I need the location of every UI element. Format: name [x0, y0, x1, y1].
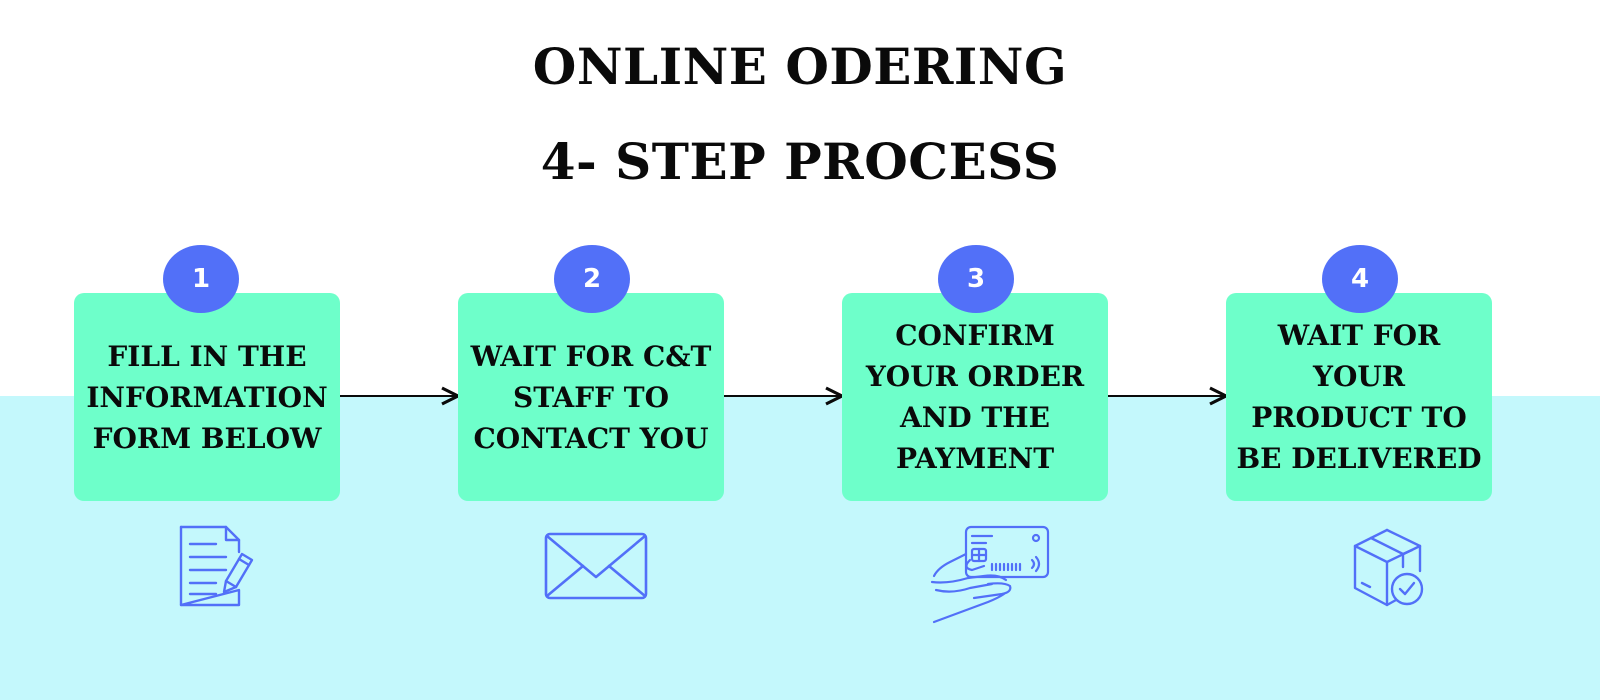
document-pen-icon [179, 525, 254, 607]
envelope-icon [544, 532, 648, 600]
page-title: ONLINE ODERING [532, 37, 1068, 96]
step-box-1: FILL IN THE INFORMATION FORM BELOW [74, 293, 340, 501]
step-number-badge-2: 2 [554, 245, 630, 313]
box-check-icon [1353, 528, 1424, 607]
page-subtitle: 4- STEP PROCESS [540, 132, 1060, 191]
step-box-3: CONFIRM YOUR ORDER AND THE PAYMENT [842, 293, 1108, 501]
step-text-2: WAIT FOR C&T STAFF TO CONTACT YOU [470, 339, 712, 455]
step-text-3: CONFIRM YOUR ORDER AND THE PAYMENT [865, 319, 1085, 475]
hand-credit-card-icon [930, 525, 1050, 624]
step-text-1: FILL IN THE INFORMATION FORM BELOW [86, 339, 328, 455]
step-text-4: WAIT FOR YOUR PRODUCT TO BE DELIVERED [1236, 319, 1482, 475]
step-box-2: WAIT FOR C&T STAFF TO CONTACT YOU [458, 293, 724, 501]
step-number-badge-3: 3 [938, 245, 1014, 313]
step-number-badge-1: 1 [163, 245, 239, 313]
step-box-4: WAIT FOR YOUR PRODUCT TO BE DELIVERED [1226, 293, 1492, 501]
step-number-badge-4: 4 [1322, 245, 1398, 313]
